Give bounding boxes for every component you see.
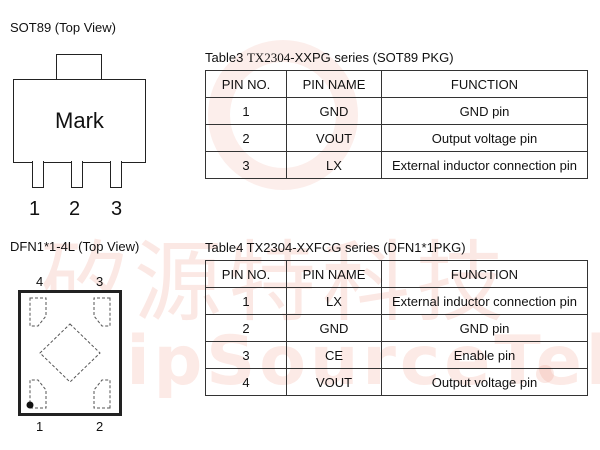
sot89-pin-2-number: 2	[69, 198, 81, 220]
dfn-pin1-dot	[26, 401, 34, 409]
table-cell: External inductor connection pin	[381, 151, 588, 179]
table-row: 4 VOUT Output voltage pin	[205, 368, 588, 396]
table-cell: 2	[205, 314, 287, 342]
dfn-pin-3-number: 3	[96, 274, 104, 289]
table-cell: Output voltage pin	[381, 124, 588, 152]
table-row: 1 GND GND pin	[205, 97, 588, 125]
table-header-row: PIN NO. PIN NAME FUNCTION	[205, 260, 588, 288]
sot89-tab	[56, 54, 102, 81]
table-header-cell: FUNCTION	[381, 70, 588, 98]
dfn-pad-4	[29, 297, 47, 327]
sot89-pin-3-number: 3	[111, 198, 123, 220]
sot89-title: SOT89 (Top View)	[10, 20, 116, 35]
table3-caption-part: TX2304	[246, 50, 291, 65]
table-cell: GND pin	[381, 314, 588, 342]
dfn-center-pad	[39, 323, 101, 383]
dfn-package-outline	[18, 290, 122, 416]
table-cell: VOUT	[286, 368, 382, 396]
table-row: 1 LX External inductor connection pin	[205, 287, 588, 315]
sot89-pin-1-lead	[32, 161, 44, 188]
dfn-title: DFN1*1-4L (Top View)	[10, 239, 140, 254]
table-cell: VOUT	[286, 124, 382, 152]
table-cell: 3	[205, 341, 287, 369]
sot89-pin-1-number: 1	[29, 198, 41, 220]
table-row: 3 CE Enable pin	[205, 341, 588, 369]
table-row: 2 VOUT Output voltage pin	[205, 124, 588, 152]
table-row: 2 GND GND pin	[205, 314, 588, 342]
table4: PIN NO. PIN NAME FUNCTION 1 LX External …	[205, 260, 588, 396]
table-cell: 1	[205, 97, 287, 125]
table-header-cell: FUNCTION	[381, 260, 588, 288]
sot89-mark-label: Mark	[55, 108, 104, 133]
table-cell: LX	[286, 151, 382, 179]
sot89-body: Mark	[13, 79, 146, 163]
table-row: 3 LX External inductor connection pin	[205, 151, 588, 179]
sot89-pin-3-lead	[110, 161, 122, 188]
table-cell: GND	[286, 97, 382, 125]
table-cell: External inductor connection pin	[381, 287, 588, 315]
table4-caption: Table4 TX2304-XXFCG series (DFN1*1PKG)	[205, 240, 466, 255]
table-cell: 1	[205, 287, 287, 315]
dfn-pin-1-number: 1	[36, 419, 44, 434]
table3: PIN NO. PIN NAME FUNCTION 1 GND GND pin …	[205, 70, 588, 179]
table-cell: 3	[205, 151, 287, 179]
table-cell: LX	[286, 287, 382, 315]
table-header-cell: PIN NO.	[205, 260, 287, 288]
table-header-cell: PIN NAME	[286, 260, 382, 288]
table-header-row: PIN NO. PIN NAME FUNCTION	[205, 70, 588, 98]
dfn-pin-2-number: 2	[96, 419, 104, 434]
table-cell: Enable pin	[381, 341, 588, 369]
sot89-pin-2-lead	[71, 161, 83, 188]
dfn-pad-3	[93, 297, 111, 327]
table3-caption: Table3 TX2304-XXPG series (SOT89 PKG)	[205, 50, 454, 66]
table-cell: CE	[286, 341, 382, 369]
table3-caption-suffix: -XXPG series (SOT89 PKG)	[290, 50, 454, 65]
table-cell: GND pin	[381, 97, 588, 125]
table3-caption-prefix: Table3	[205, 50, 244, 65]
dfn-pin-4-number: 4	[36, 274, 44, 289]
table-cell: 4	[205, 368, 287, 396]
table-cell: Output voltage pin	[381, 368, 588, 396]
table-header-cell: PIN NAME	[286, 70, 382, 98]
table-cell: GND	[286, 314, 382, 342]
table-cell: 2	[205, 124, 287, 152]
dfn-pad-2	[93, 379, 111, 409]
table-header-cell: PIN NO.	[205, 70, 287, 98]
dfn-pad-1	[29, 379, 47, 409]
